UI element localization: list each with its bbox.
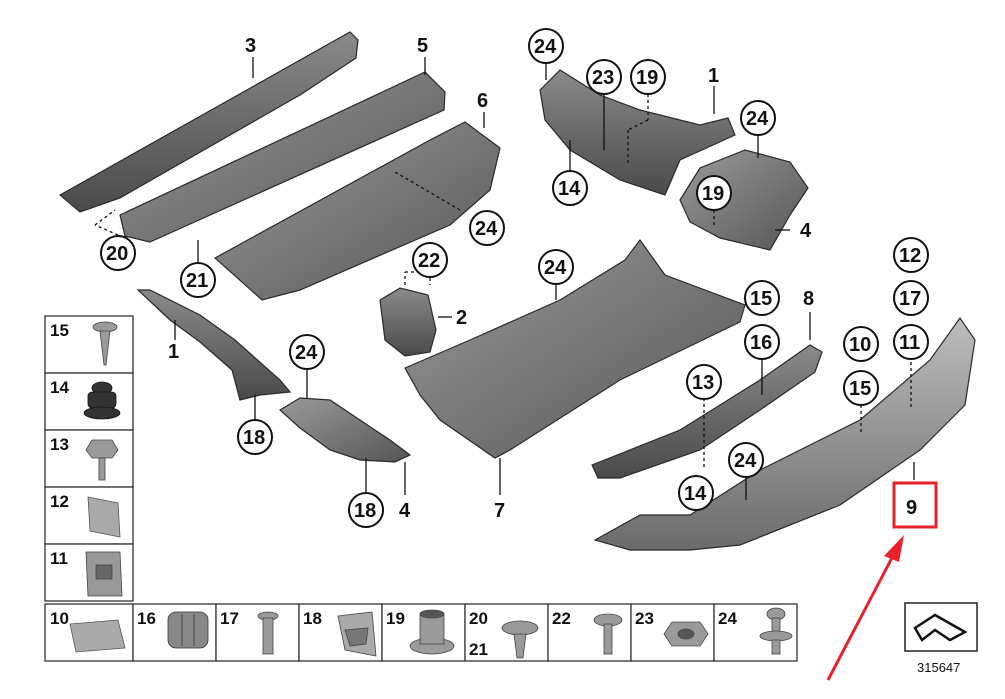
spring-clip-icon	[167, 611, 209, 649]
callout-24-left: 24	[295, 342, 318, 364]
bolt-icon	[85, 439, 119, 481]
push-rivet-icon	[501, 620, 539, 659]
part-2-shape	[379, 287, 437, 357]
callout-21: 21	[186, 270, 208, 292]
callout-24-right: 24	[746, 108, 769, 130]
flange-nut-icon	[409, 609, 455, 655]
callout-1-top: 1	[708, 65, 719, 87]
metal-clip-icon	[337, 611, 377, 657]
callout-4-top: 4	[800, 220, 812, 242]
legend-label-19: 19	[386, 609, 405, 628]
callout-23: 23	[592, 67, 614, 89]
reference-number: 315647	[917, 660, 960, 675]
callout-2: 2	[456, 307, 467, 329]
legend-label-24: 24	[718, 609, 737, 628]
legend-grid: 15 14 13 12 11 10 16 17 18 19 20 21 22 2…	[44, 315, 798, 662]
part-4-upper-shape	[679, 149, 809, 251]
callout-18-left: 18	[243, 427, 265, 449]
callout-19-right: 19	[702, 183, 724, 205]
screw-washer-icon	[593, 613, 623, 655]
callout-1-left: 1	[168, 341, 179, 363]
callout-4-bottom: 4	[399, 500, 411, 522]
callout-10: 10	[849, 334, 871, 356]
callout-3: 3	[245, 35, 256, 57]
callout-18-bottom: 18	[354, 500, 376, 522]
reference-box: 315647	[904, 602, 978, 675]
callout-16: 16	[750, 332, 772, 354]
callout-24-top: 24	[534, 36, 557, 58]
callout-5: 5	[417, 35, 428, 57]
callout-22: 22	[418, 250, 440, 272]
clip-rivet-icon	[759, 607, 793, 655]
callout-24-bumper: 24	[734, 450, 757, 472]
part-4-lower-shape	[278, 397, 412, 463]
red-arrow-icon	[826, 535, 904, 681]
callout-24-panel: 24	[544, 257, 567, 279]
legend-label-10: 10	[50, 609, 69, 628]
callout-20: 20	[106, 243, 128, 265]
highlight-box-9	[892, 481, 938, 529]
legend-label-18: 18	[303, 609, 322, 628]
legend-label-12: 12	[50, 492, 69, 511]
callouts: 3 5 6 24 23 19 1 24 14 19 4 20 21 24 22 …	[100, 28, 938, 529]
callout-13: 13	[692, 372, 714, 394]
cap-icon	[69, 619, 126, 653]
legend-label-15: 15	[50, 321, 69, 340]
callout-19-top: 19	[636, 67, 658, 89]
legend-label-20: 20	[469, 609, 488, 628]
legend-label-11: 11	[50, 549, 68, 568]
car-section-icon	[913, 613, 968, 642]
clip-nut-icon	[85, 551, 123, 597]
callout-8: 8	[803, 288, 814, 310]
legend-label-21: 21	[469, 640, 488, 659]
grommet-icon	[83, 381, 121, 420]
part-3-shape	[58, 31, 359, 213]
callout-15-right: 15	[849, 378, 871, 400]
part-9-shape	[593, 316, 976, 551]
legend-label-16: 16	[137, 609, 156, 628]
hex-nut-icon	[663, 621, 709, 647]
legend-label-22: 22	[552, 609, 571, 628]
callout-7: 7	[494, 500, 505, 522]
clip-plate-icon	[87, 496, 121, 538]
screw-icon	[92, 321, 118, 366]
legend-label-14: 14	[50, 378, 69, 397]
legend-label-17: 17	[220, 609, 239, 628]
leader-lines	[94, 57, 915, 500]
part-8-shape	[591, 344, 823, 479]
part-1-lower-shape	[136, 289, 292, 401]
part-7-shape	[404, 238, 746, 459]
callout-11: 11	[899, 332, 920, 354]
callout-17: 17	[899, 288, 921, 310]
callout-15-mid: 15	[750, 288, 772, 310]
callout-12: 12	[899, 245, 921, 267]
pin-icon	[257, 611, 279, 655]
part-6-shape	[213, 121, 501, 301]
callout-6: 6	[477, 90, 488, 112]
legend-label-13: 13	[50, 435, 69, 454]
callout-14-bottom: 14	[684, 483, 707, 505]
legend-label-23: 23	[635, 609, 654, 628]
callout-9: 9	[906, 497, 917, 519]
callout-24-tray: 24	[475, 218, 498, 240]
callout-14-top: 14	[558, 178, 581, 200]
